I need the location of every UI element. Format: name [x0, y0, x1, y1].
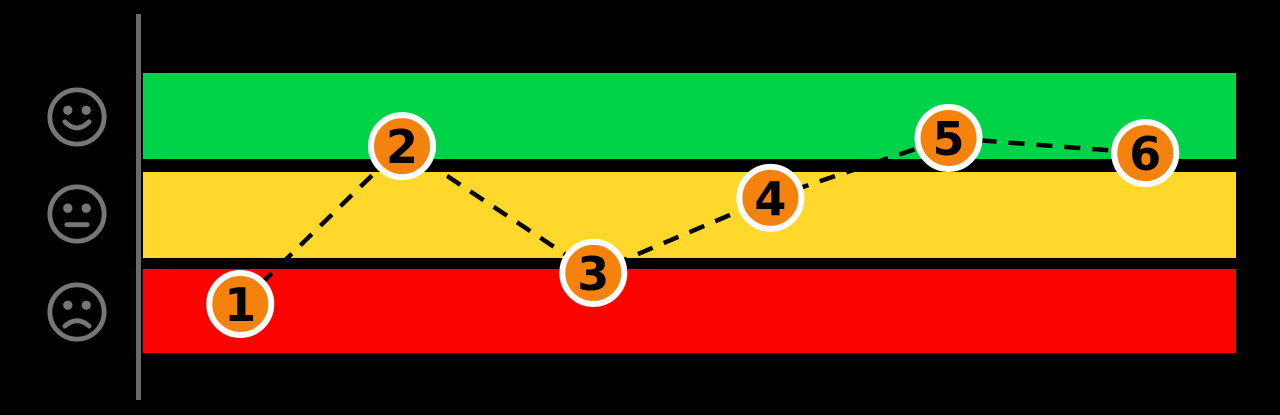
marker-circle	[559, 238, 628, 307]
marker-number-label: 2	[386, 120, 418, 174]
sad-zone-band	[143, 269, 1236, 353]
marker-number-label: 5	[933, 112, 965, 166]
sad-face-icon	[46, 281, 108, 343]
marker-circle	[206, 270, 275, 338]
marker-number-label: 1	[224, 278, 256, 332]
marker-circle	[914, 103, 983, 172]
marker-number-label: 6	[1129, 127, 1161, 181]
marker-number-label: 4	[754, 172, 786, 226]
data-point-marker-5: 5	[914, 103, 983, 172]
y-axis-line	[136, 14, 141, 400]
neutral-face-icon	[46, 183, 108, 245]
data-point-marker-2: 2	[368, 112, 437, 181]
marker-circle	[1111, 119, 1180, 188]
data-point-marker-1: 1	[206, 270, 275, 338]
marker-circle	[368, 112, 437, 181]
happy-zone-band	[143, 73, 1236, 159]
data-point-marker-3: 3	[559, 238, 628, 307]
happy-face-icon	[46, 86, 108, 148]
data-point-marker-6: 6	[1111, 119, 1180, 188]
neutral-zone-band	[143, 172, 1236, 259]
data-point-marker-4: 4	[736, 163, 805, 232]
marker-circle	[736, 163, 805, 232]
marker-number-label: 3	[577, 247, 609, 301]
